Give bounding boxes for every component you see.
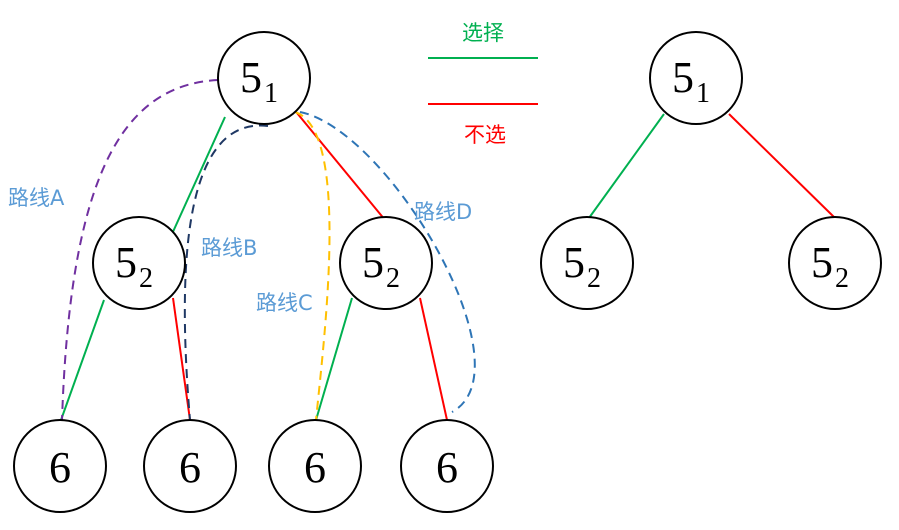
route-a-label: 路线A <box>8 186 65 210</box>
node-value: 5 <box>240 53 262 102</box>
right-tree-edge-right-notselect <box>728 113 836 219</box>
route-b-label: 路线B <box>201 236 257 260</box>
node-value: 6 <box>304 443 326 492</box>
legend-not-select-label: 不选 <box>464 123 506 147</box>
edge-root-right-notselect <box>296 112 386 221</box>
node-subscript: 2 <box>139 263 153 294</box>
route-b-path <box>183 124 269 421</box>
edge-root-left-select <box>171 116 226 235</box>
node-value: 6 <box>49 443 71 492</box>
route-c-label: 路线C <box>256 291 313 315</box>
node-value: 5 <box>563 238 585 287</box>
route-d-label: 路线D <box>414 200 472 224</box>
right-tree-right-child-node: 5 2 <box>788 216 882 310</box>
route-d-path <box>299 111 476 413</box>
left-tree-root-node: 5 1 <box>217 31 311 125</box>
node-value: 5 <box>362 238 384 287</box>
node-subscript: 2 <box>386 263 400 294</box>
node-value: 6 <box>179 443 201 492</box>
legend-select-label: 选择 <box>462 21 504 45</box>
left-tree-leaf-1-node: 6 <box>13 419 107 513</box>
left-tree-leaf-2-node: 6 <box>143 419 237 513</box>
route-c-path <box>294 111 331 421</box>
node-subscript: 1 <box>264 78 278 109</box>
right-tree-edge-left-select <box>588 113 665 219</box>
route-a-path <box>61 79 219 421</box>
node-subscript: 2 <box>835 263 849 294</box>
edge-right-leaf4-notselect <box>419 297 448 421</box>
node-value: 5 <box>672 53 694 102</box>
left-tree-left-child-node: 5 2 <box>92 216 186 310</box>
left-tree-leaf-4-node: 6 <box>400 419 494 513</box>
edge-left-leaf2-notselect <box>172 297 191 421</box>
node-subscript: 2 <box>587 263 601 294</box>
node-value: 5 <box>811 238 833 287</box>
node-subscript: 1 <box>696 78 710 109</box>
right-tree-left-child-node: 5 2 <box>540 216 634 310</box>
edge-right-leaf3-select <box>315 297 353 421</box>
left-tree-right-child-node: 5 2 <box>339 216 433 310</box>
node-value: 6 <box>436 443 458 492</box>
left-tree-leaf-3-node: 6 <box>268 419 362 513</box>
node-value: 5 <box>115 238 137 287</box>
legend: 选择 不选 <box>428 21 538 147</box>
edge-left-leaf1-select <box>60 299 105 421</box>
right-tree-root-node: 5 1 <box>649 31 743 125</box>
